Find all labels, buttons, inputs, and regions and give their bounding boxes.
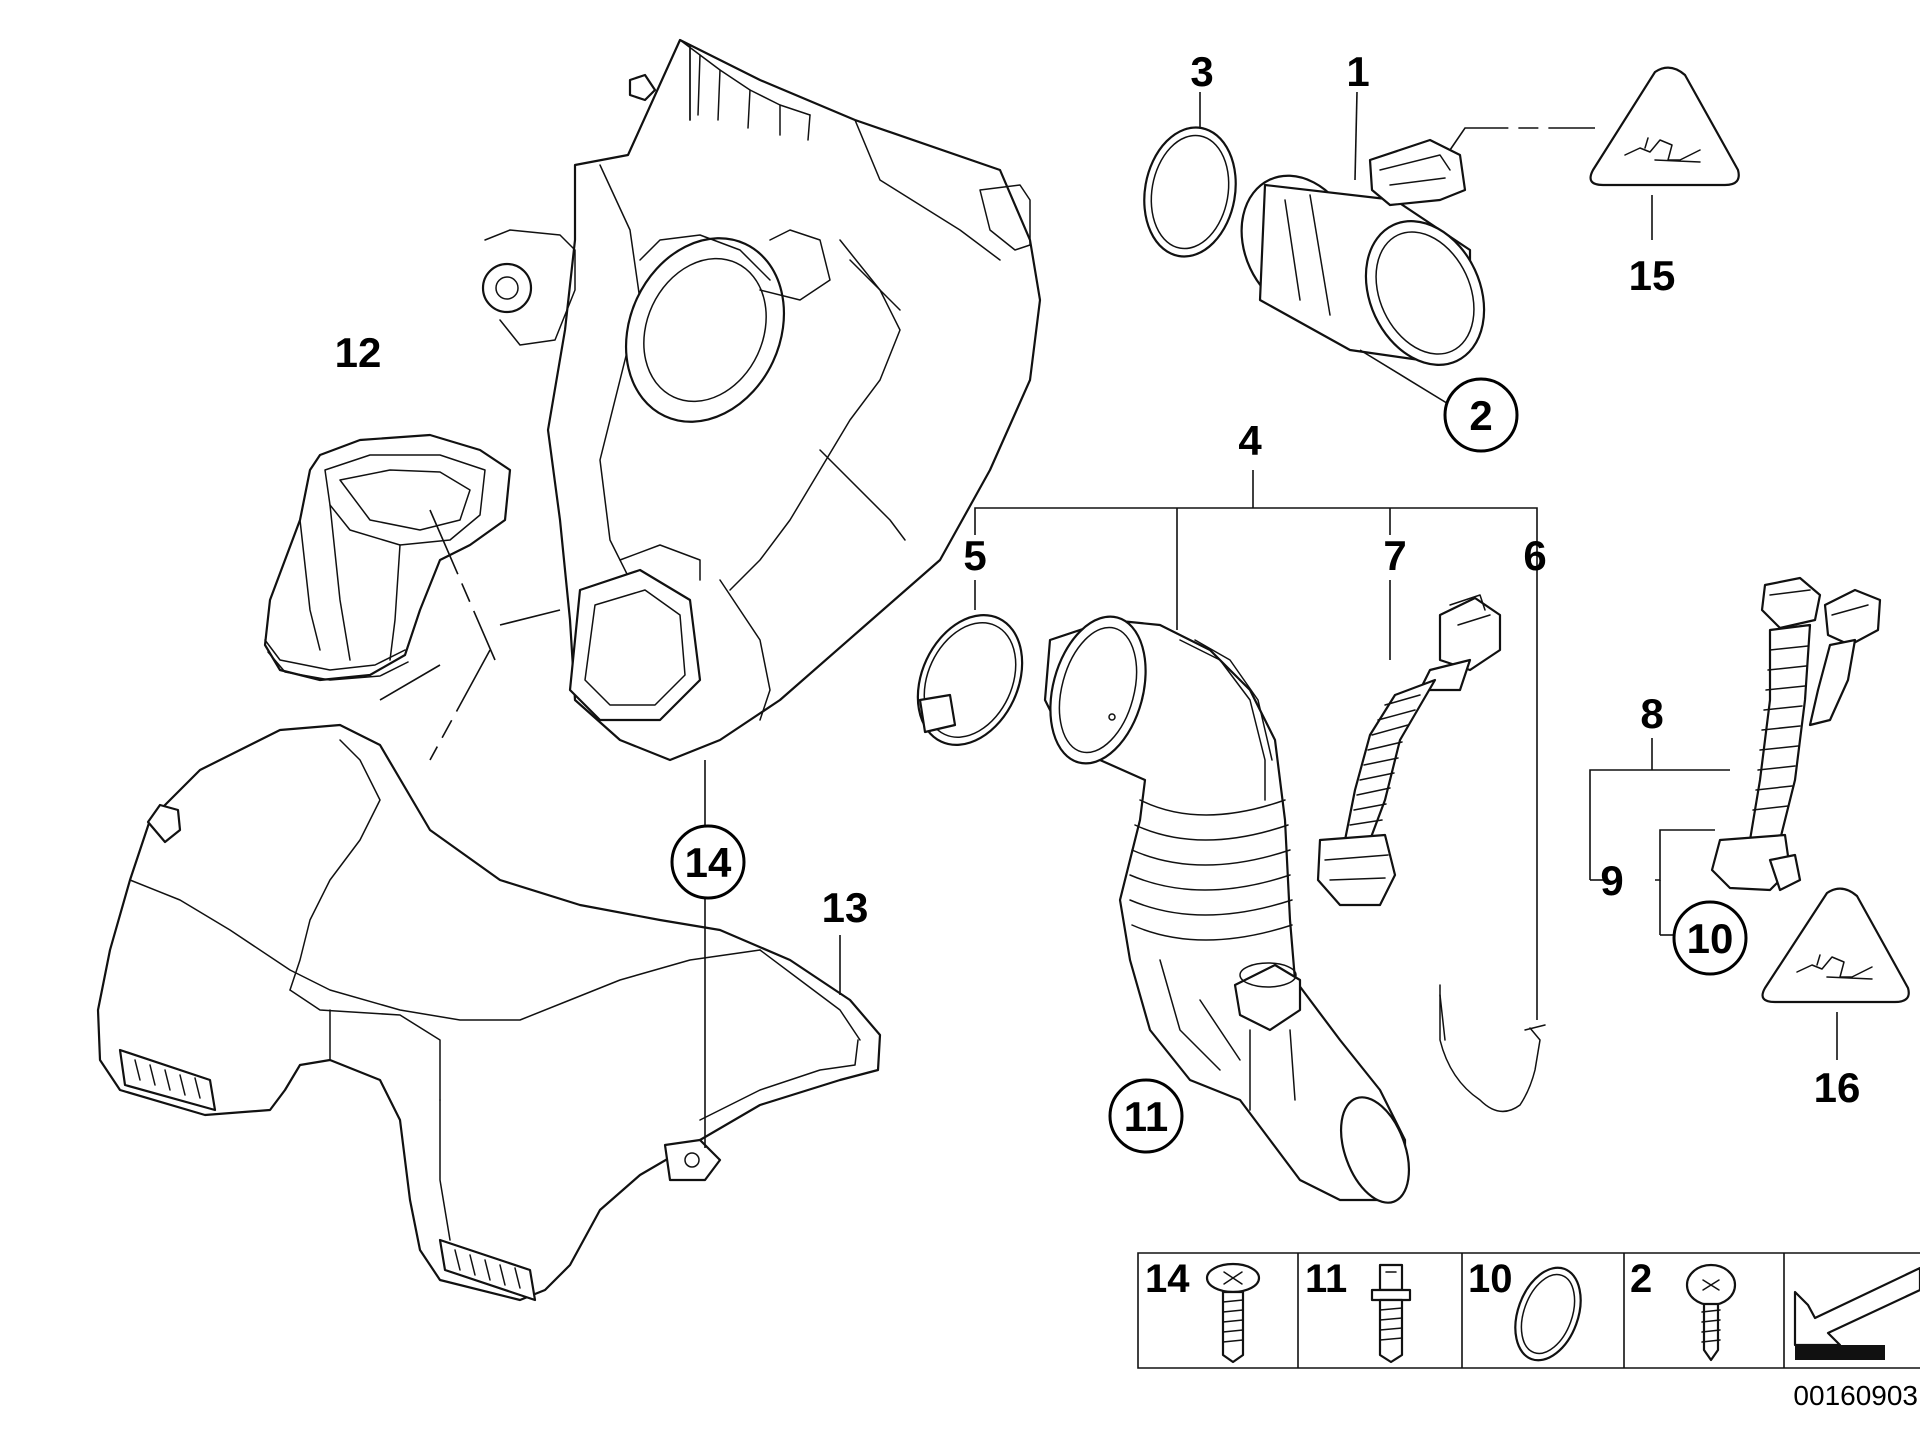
warning-connector-triangle-icon (1589, 66, 1740, 187)
dashline-12-a (429, 509, 496, 661)
dashline-1-15 (1449, 127, 1595, 151)
dashline-12-c (499, 609, 561, 626)
legend-label-11: 11 (1305, 1257, 1347, 1301)
callout-12: 12 (335, 329, 382, 376)
callout-14-circle (670, 824, 746, 900)
callout-11: 11 (1124, 1093, 1168, 1140)
ring-10-icon (1514, 1266, 1582, 1362)
bracket-4 (974, 470, 1538, 630)
leader-1 (1354, 91, 1358, 181)
leader-2 (1359, 349, 1451, 406)
screw-2-icon (1685, 1263, 1737, 1362)
part-11-intake-hose (1043, 615, 1410, 1204)
warning-connector-triangle-icon (1761, 887, 1910, 1004)
callout-14: 14 (685, 839, 732, 886)
callout-13: 13 (822, 884, 869, 931)
callout-6: 6 (1523, 532, 1546, 579)
arrow-icon (1793, 1266, 1920, 1360)
part-8-vent-hose-assembly (1710, 576, 1882, 892)
screw-14-icon (1205, 1262, 1261, 1364)
part-7-vent-hose (1316, 594, 1502, 907)
part-1-air-mass-meter (1240, 138, 1486, 366)
legend-label-10: 10 (1468, 1257, 1513, 1301)
part-13-cover (96, 723, 882, 1302)
dashline-12-d (429, 649, 491, 761)
diagram-code: 00160903 (1793, 1380, 1918, 1411)
dashline-12-b (379, 664, 441, 701)
callout-15: 15 (1629, 252, 1676, 299)
callout-3: 3 (1190, 48, 1213, 95)
part-5-hose-clamp (916, 614, 1024, 746)
part-3-sealing-ring (1143, 126, 1237, 258)
callout-9: 9 (1600, 857, 1623, 904)
callout-10-circle (1672, 900, 1748, 976)
callout-2: 2 (1469, 392, 1492, 439)
callout-5: 5 (963, 532, 986, 579)
air-filter-housing (481, 38, 1042, 762)
callout-8: 8 (1640, 690, 1663, 737)
bolt-11-icon (1370, 1263, 1412, 1364)
legend-label-14: 14 (1145, 1257, 1190, 1301)
part-12-intake-duct (263, 433, 512, 682)
callout-10: 10 (1687, 915, 1734, 962)
callout-11-circle (1108, 1078, 1184, 1154)
callout-1: 1 (1346, 48, 1369, 95)
fastener-legend-table (1137, 1252, 1920, 1369)
bracket-8-9-10 (1589, 738, 1730, 936)
callout-4: 4 (1238, 417, 1262, 464)
callout-2-circle (1443, 377, 1519, 453)
part-6-clip (1439, 984, 1546, 1113)
callout-7: 7 (1383, 532, 1406, 579)
callout-16: 16 (1814, 1064, 1861, 1111)
legend-label-2: 2 (1630, 1257, 1652, 1301)
